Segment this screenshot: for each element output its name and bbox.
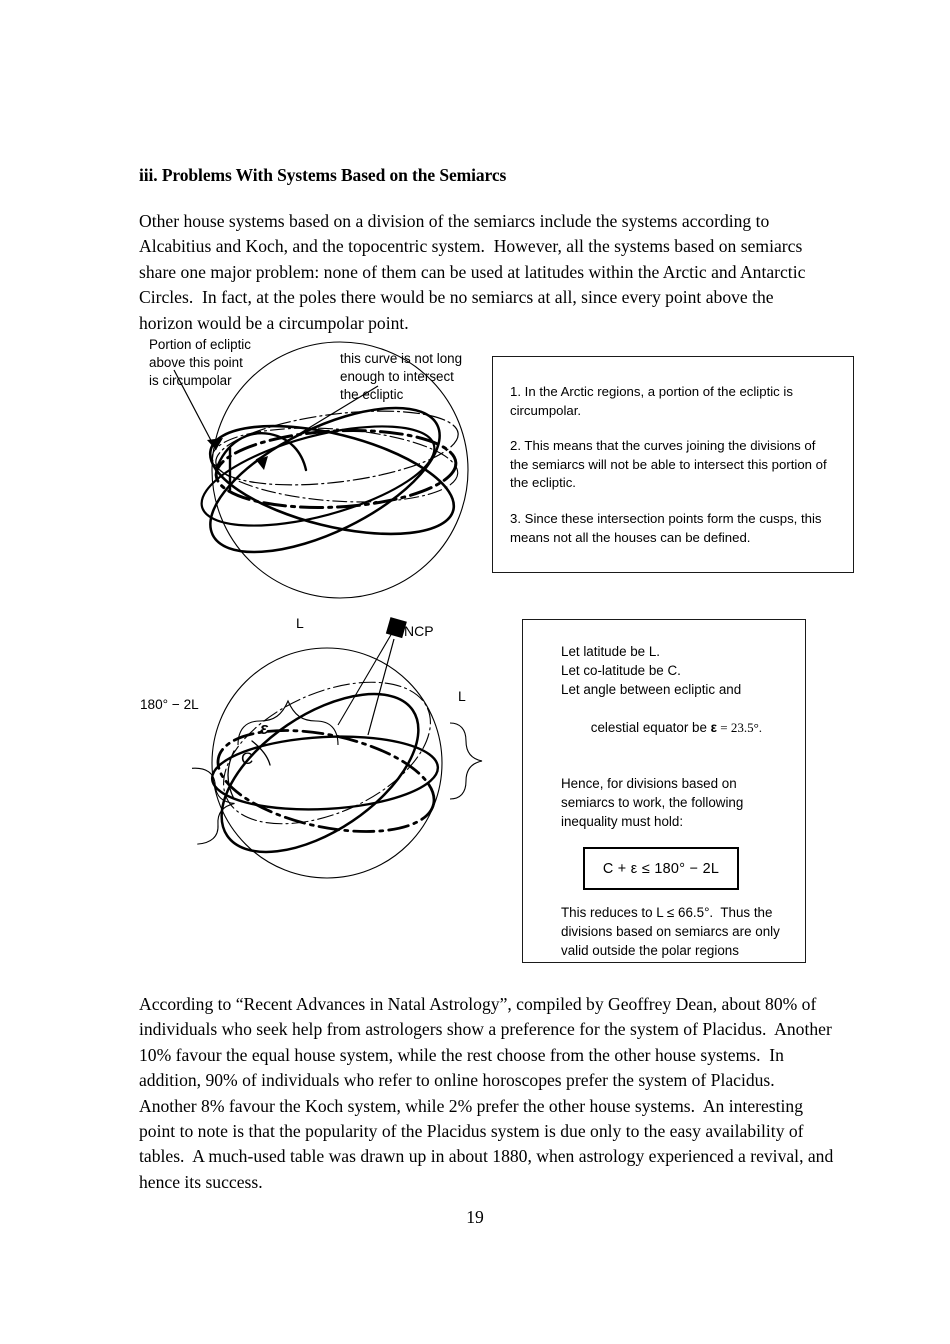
figure-two-label-epsilon: ε (260, 719, 269, 738)
short-noninteresting-curve (214, 432, 308, 472)
horizon-circle (211, 427, 459, 503)
conclusion-text: This reduces to L ≤ 66.5°. Thus the divi… (561, 905, 784, 958)
spacer-two (561, 890, 789, 903)
celestial-sphere-figure-two (130, 605, 510, 895)
definition-angle-line-2: celestial equator be ε = 23.5°. (561, 699, 789, 756)
equator-heavy-two (216, 729, 436, 833)
colatitude-arc (227, 750, 235, 800)
semiarc-secondary-curve (200, 425, 436, 527)
ncp-marker (385, 617, 407, 639)
horizon-circle-two (210, 735, 440, 811)
ecliptic-circle (208, 424, 456, 536)
figure-two-label-l-top: L (296, 615, 304, 631)
page-title: iii. Problems With Systems Based on the … (139, 165, 507, 185)
definitions-lines-group: Let latitude be L. Let co-latitude be C.… (561, 642, 789, 756)
sphere-diagram-two-svg (191, 617, 483, 879)
definition-angle-prefix: celestial equator be (590, 720, 711, 735)
circumpolar-leader (173, 369, 223, 451)
sphere-outline-two (211, 647, 443, 879)
inequality-box: C + ε ≤ 180° − 2L (583, 847, 739, 890)
closing-paragraph: According to “Recent Advances in Natal A… (139, 994, 838, 1192)
figure-two-label-ncp: NCP (404, 623, 434, 639)
spacer-one (561, 756, 789, 774)
celestial-sphere-figure-one (130, 330, 500, 600)
semiarc-great-circle (209, 406, 441, 554)
arctic-note-item-3: 3. Since these intersection points form … (510, 510, 826, 545)
epsilon-value: = 23.5°. (716, 720, 763, 735)
figure-one-short-curve-caption: this curve is not long enough to interse… (340, 351, 463, 402)
sphere-diagram-one-svg (173, 341, 469, 599)
page-number: 19 (466, 1207, 484, 1227)
definitions-note-box: Let latitude be L. Let co-latitude be C.… (522, 619, 806, 963)
arctic-note-item-1: 1. In the Arctic regions, a portion of t… (510, 384, 797, 418)
definition-colatitude: Let co-latitude be C. (561, 663, 681, 678)
arctic-note-box: 1. In the Arctic regions, a portion of t… (492, 356, 854, 573)
hence-text: Hence, for divisions based on semiarcs t… (561, 776, 748, 829)
ecliptic-circle-two (220, 692, 420, 854)
brace-l-top (237, 699, 339, 746)
ncp-leader-line (367, 638, 395, 736)
intro-paragraph: Other house systems based on a division … (139, 211, 810, 333)
celestial-equator (215, 410, 459, 486)
arctic-note-item-2: 2. This means that the curves joining th… (510, 438, 831, 491)
sphere-outline (211, 341, 469, 599)
short-curve-leader (255, 385, 379, 470)
figure-two-label-l-right: L (458, 688, 466, 704)
epsilon-angle-arc (251, 740, 271, 766)
definition-latitude: Let latitude be L. (561, 644, 661, 659)
figure-one-circumpolar-caption: Portion of ecliptic above this point is … (149, 337, 251, 388)
equator-heavy (214, 429, 458, 509)
inequality-expression: C + ε ≤ 180° − 2L (602, 860, 720, 877)
figure-two-label-colatitude: C (241, 749, 254, 768)
epsilon-symbol: ε (710, 720, 717, 735)
brace-l-right (449, 722, 483, 800)
figure-two-label-180-minus-2l: 180° − 2L (140, 697, 199, 712)
definition-angle-line-1: Let angle between ecliptic and (561, 682, 742, 697)
brace-connector-top (337, 632, 393, 726)
brace-180-2l (191, 767, 235, 845)
